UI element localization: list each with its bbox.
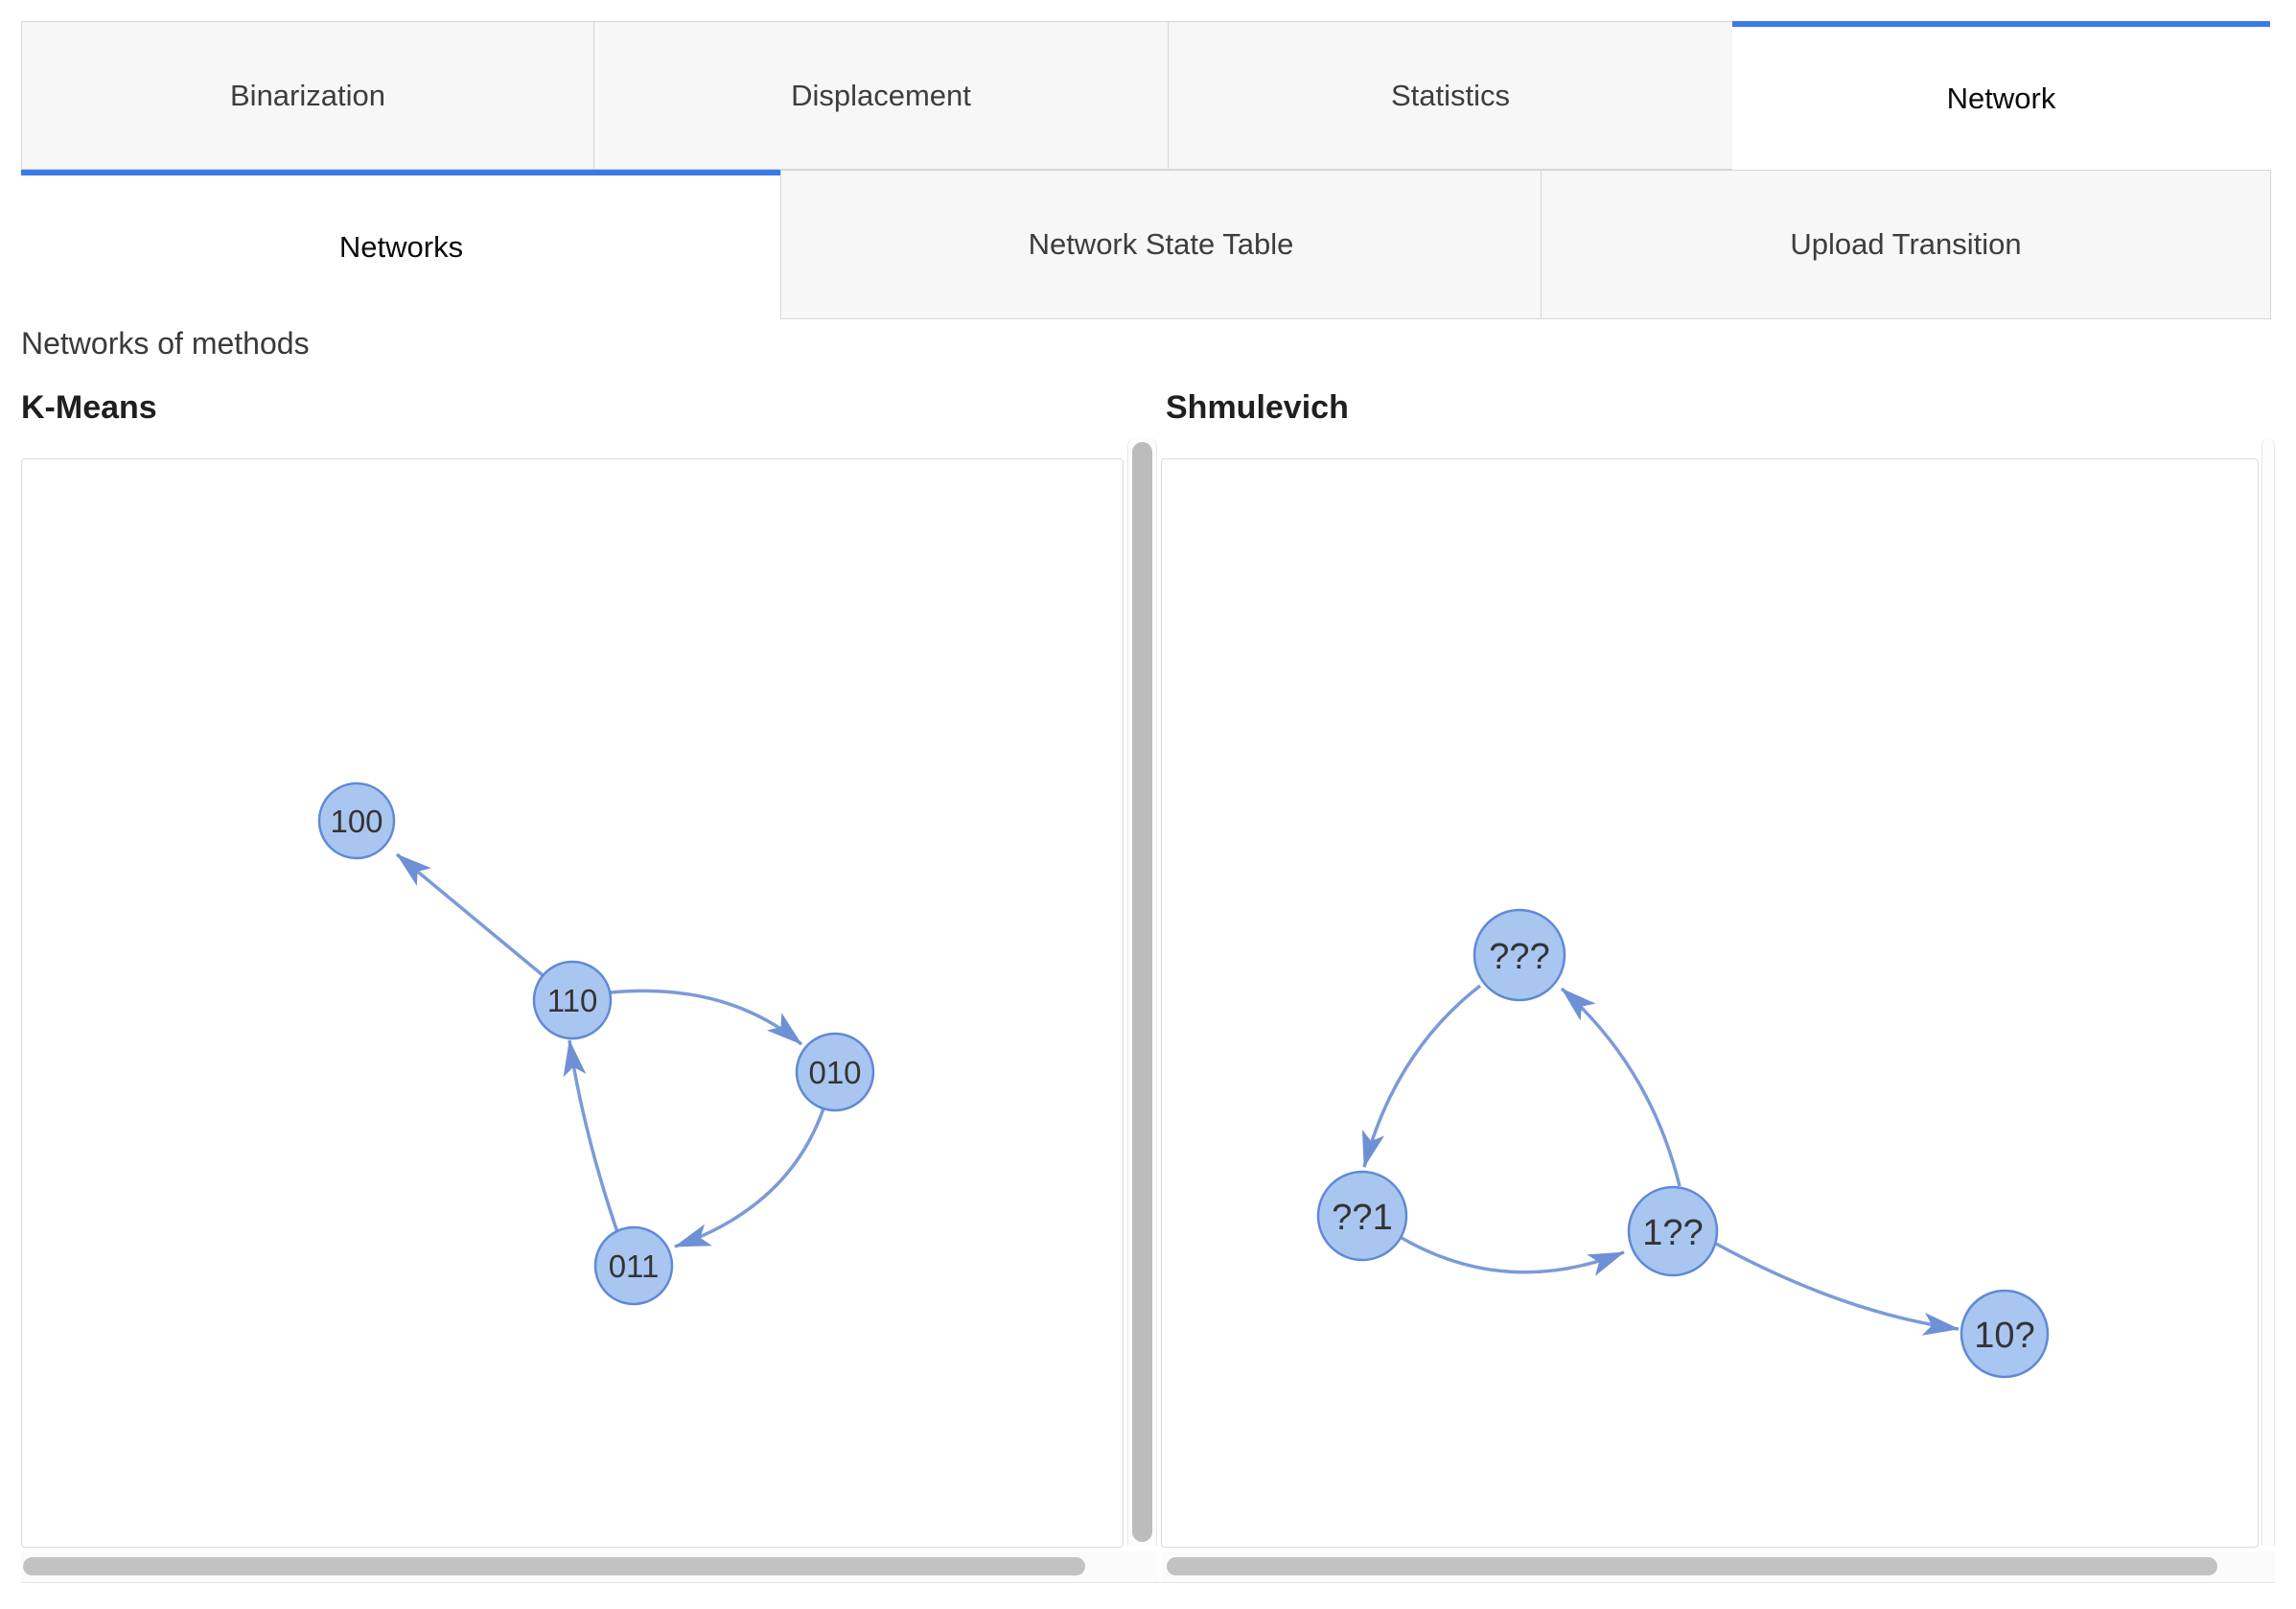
edge-010-011 — [674, 1108, 825, 1248]
edge-011-110 — [563, 1039, 619, 1233]
panel-title-shmulevich: Shmulevich — [1166, 389, 1349, 426]
section-label: Networks of methods — [21, 326, 310, 361]
tab-displacement-label: Displacement — [791, 78, 971, 112]
tab-binarization-label: Binarization — [230, 78, 385, 112]
kmeans-v-scrollbar-thumb[interactable] — [1132, 442, 1152, 1542]
kmeans-graph-panel: 100 110 010 011 — [21, 458, 1124, 1548]
node-010-label: 010 — [808, 1055, 861, 1090]
shmulevich-v-scrollbar[interactable] — [2261, 438, 2275, 1546]
node-1qq[interactable]: 1?? — [1627, 1185, 1719, 1277]
node-110[interactable]: 110 — [532, 960, 613, 1040]
node-qqq[interactable]: ??? — [1473, 908, 1566, 1002]
node-qq1[interactable]: ??1 — [1316, 1170, 1408, 1262]
tab-statistics-label: Statistics — [1390, 78, 1511, 112]
shmulevich-graph-canvas[interactable]: ??? ??1 1?? 10? — [1162, 459, 2258, 1547]
tab-binarization[interactable]: Binarization — [21, 21, 594, 170]
node-qq1-label: ??1 — [1332, 1198, 1392, 1238]
edge-110-010 — [610, 989, 803, 1046]
edge-1qq-qqq — [1560, 987, 1681, 1187]
kmeans-h-scrollbar[interactable] — [21, 1551, 1157, 1582]
bottom-divider — [21, 1582, 2275, 1583]
tab-displacement[interactable]: Displacement — [593, 21, 1169, 170]
node-100-label: 100 — [330, 804, 383, 839]
node-010[interactable]: 010 — [795, 1032, 875, 1112]
node-110-label: 110 — [547, 983, 598, 1018]
main-tabbar: Binarization Displacement Statistics Net… — [21, 21, 2273, 170]
sub-tabbar: Networks Network State Table Upload Tran… — [21, 170, 2273, 319]
kmeans-h-scrollbar-thumb[interactable] — [23, 1557, 1085, 1575]
tab-network-label: Network — [1946, 81, 2056, 115]
subtab-upload-transition-label: Upload Transition — [1790, 227, 2022, 261]
edge-110-100 — [395, 852, 545, 977]
node-100[interactable]: 100 — [317, 781, 396, 860]
edge-1qq-10q — [1715, 1242, 1960, 1336]
shmulevich-h-scrollbar-thumb[interactable] — [1167, 1557, 2217, 1575]
subtab-upload-transition[interactable]: Upload Transition — [1541, 170, 2271, 319]
node-011[interactable]: 011 — [593, 1225, 674, 1306]
node-011-label: 011 — [609, 1248, 660, 1284]
subtab-network-state-table[interactable]: Network State Table — [780, 170, 1542, 319]
edge-qqq-qq1 — [1361, 984, 1482, 1168]
edge-qq1-1qq — [1401, 1236, 1625, 1276]
subtab-network-state-table-label: Network State Table — [1028, 227, 1294, 261]
tab-statistics[interactable]: Statistics — [1168, 21, 1733, 170]
kmeans-v-scrollbar[interactable] — [1127, 438, 1157, 1546]
subtab-networks-label: Networks — [338, 230, 464, 264]
node-qqq-label: ??? — [1489, 937, 1549, 977]
shmulevich-h-scrollbar[interactable] — [1161, 1551, 2275, 1582]
kmeans-graph-canvas[interactable]: 100 110 010 011 — [22, 459, 1123, 1547]
panel-title-kmeans: K-Means — [21, 389, 157, 426]
shmulevich-graph-panel: ??? ??1 1?? 10? — [1161, 458, 2259, 1548]
subtab-networks[interactable]: Networks — [21, 170, 781, 319]
node-10q[interactable]: 10? — [1960, 1289, 2050, 1379]
node-10q-label: 10? — [1974, 1316, 2034, 1356]
node-1qq-label: 1?? — [1642, 1213, 1703, 1253]
tab-network[interactable]: Network — [1732, 21, 2270, 170]
